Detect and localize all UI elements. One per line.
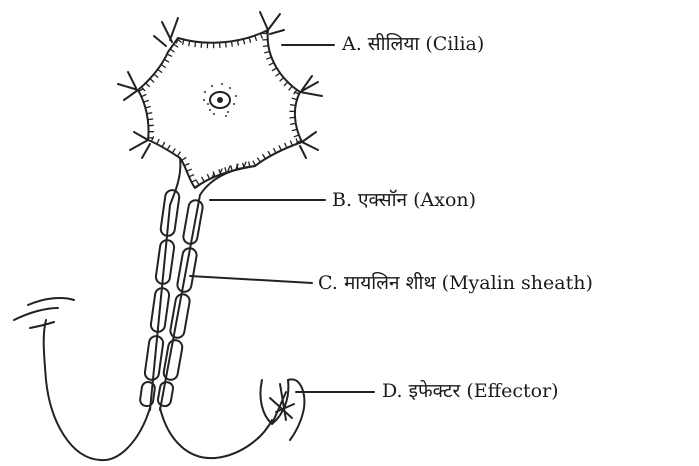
label-cilia: A. सीलिया (Cilia): [342, 35, 484, 54]
cilia-hatch-mark: [162, 143, 164, 147]
cilia-hatch-mark: [161, 65, 165, 68]
cilia-hatch-mark: [202, 177, 205, 181]
cilia-hatch-mark: [144, 101, 149, 103]
nucleus-dot: [235, 95, 237, 97]
cilia-hatch-mark: [291, 105, 296, 106]
cilia-hatch: [139, 31, 302, 187]
nucleus-dot: [221, 83, 223, 85]
cilia-hatch-mark: [249, 37, 250, 42]
cilia-hatch-mark: [269, 63, 274, 65]
nucleus-dot: [229, 87, 231, 89]
cilia-hatch-mark: [289, 86, 292, 90]
cilia-hatch-mark: [276, 73, 280, 76]
right-terminal-curve: [160, 408, 272, 458]
myelin-sheath-left: [139, 189, 180, 407]
cilia-hatch-mark: [141, 95, 146, 97]
cilia-hatch-mark: [172, 149, 175, 153]
cilia-hatch-mark: [226, 42, 227, 47]
cilia-hatch-mark: [272, 68, 276, 71]
effector-muscle: [260, 379, 304, 440]
cilia-hatch-mark: [294, 135, 299, 137]
nucleus: [203, 83, 237, 117]
cilia-hatch-mark: [170, 49, 174, 52]
cilia-hatch-mark: [158, 69, 162, 72]
cilia-hatch-mark: [208, 175, 210, 180]
label-axon: B. एक्सॉन (Axon): [332, 191, 476, 210]
axon-right-edge: [160, 166, 255, 410]
cilia-hatch-mark: [279, 146, 281, 151]
cilia-hatch-mark: [225, 168, 226, 173]
nucleus-dot: [225, 115, 227, 117]
label-myelin-sheath: C. मायलिन शीथ (Myalin sheath): [318, 274, 593, 293]
cilia-hatch-mark: [253, 161, 255, 165]
leader-line-c: [190, 276, 312, 283]
left-terminal-curve: [44, 320, 150, 460]
cilia-hatch-mark: [154, 74, 158, 77]
nucleus-dot: [213, 113, 215, 115]
nucleus-dot: [211, 85, 213, 87]
nucleus-dot: [233, 103, 235, 105]
cilia-hatch-mark: [268, 152, 271, 156]
nucleus-dot: [227, 111, 229, 113]
cilia-hatch-mark: [184, 164, 189, 166]
cilia-hatch-mark: [284, 82, 288, 86]
nucleus-dot: [204, 91, 206, 93]
cilia-hatch-mark: [167, 54, 172, 56]
cilia-hatch-mark: [146, 83, 150, 87]
cilia-hatch-mark: [291, 123, 296, 124]
cilia-hatch-mark: [174, 44, 178, 47]
cilia-hatch-mark: [260, 33, 262, 38]
nucleus-dot: [207, 103, 209, 105]
cilia-hatch-mark: [291, 141, 293, 146]
cilia-hatch-mark: [189, 41, 190, 46]
cilia-hatch-mark: [258, 158, 261, 162]
cilia-hatch-mark: [187, 169, 192, 171]
cilia-hatch-mark: [195, 42, 196, 47]
cilia-hatch-mark: [232, 41, 233, 46]
cilia-hatch-mark: [150, 79, 154, 82]
left-hand-end: [14, 298, 74, 328]
cilia-hatch-mark: [263, 46, 268, 47]
cilia-hatch-mark: [182, 158, 186, 161]
cilia-hatch-mark: [167, 146, 170, 150]
nucleus-dot: [209, 109, 211, 111]
label-effector: D. इफेक्टर (Effector): [382, 382, 559, 401]
cilia-hatch-mark: [164, 59, 168, 62]
cilia-hatch-mark: [280, 78, 284, 81]
cilia-hatch-mark: [255, 36, 257, 41]
cilia-hatch-mark: [189, 175, 194, 177]
cilia-hatch-mark: [267, 57, 272, 59]
cilia-hatch-mark: [263, 155, 266, 159]
cilia-hatch-mark: [274, 149, 276, 153]
cilia-hatch-mark: [157, 140, 159, 145]
cilia-hatch-mark: [192, 180, 197, 182]
cilia-hatch-mark: [177, 152, 180, 156]
cilia-hatch-mark: [285, 143, 287, 148]
cilia-hatch-mark: [295, 92, 300, 94]
leader-lines: [190, 45, 374, 392]
nucleus-dot: [203, 99, 205, 101]
cilia-hatch-mark: [148, 119, 153, 120]
